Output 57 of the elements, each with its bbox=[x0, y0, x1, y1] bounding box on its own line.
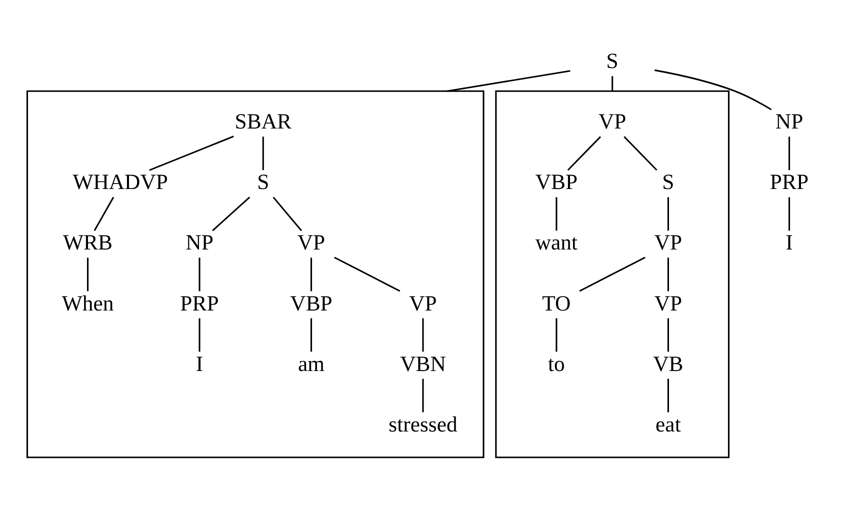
connector bbox=[667, 258, 669, 292]
node-text: VP bbox=[297, 230, 326, 255]
node-text: S bbox=[662, 170, 674, 194]
node-text: to bbox=[548, 352, 565, 376]
connector bbox=[788, 136, 790, 170]
cluster bbox=[26, 90, 484, 458]
connector bbox=[624, 136, 658, 171]
node-text: WRB bbox=[63, 230, 113, 255]
node-text: want bbox=[535, 230, 578, 255]
connector bbox=[310, 318, 312, 352]
connector bbox=[667, 378, 669, 412]
connector bbox=[567, 136, 602, 171]
connector bbox=[198, 258, 200, 292]
node-text: S bbox=[606, 49, 618, 74]
node-text: SBAR bbox=[234, 110, 292, 134]
connector bbox=[654, 69, 772, 110]
node-text: VP bbox=[409, 291, 437, 316]
node-text: VBP bbox=[535, 170, 578, 194]
connector bbox=[262, 136, 264, 170]
connector bbox=[556, 197, 558, 231]
node-text: eat bbox=[656, 412, 681, 436]
connector bbox=[788, 197, 790, 231]
connector bbox=[149, 136, 234, 171]
node-text: NP bbox=[186, 230, 214, 255]
connector bbox=[334, 256, 400, 292]
node-text: stressed bbox=[388, 412, 458, 436]
node-text: am bbox=[298, 352, 325, 376]
connector bbox=[579, 256, 646, 292]
connector bbox=[612, 76, 614, 92]
node-text: PRP bbox=[180, 291, 219, 316]
node-text: VP bbox=[654, 291, 682, 316]
node-text: VB bbox=[653, 352, 684, 376]
node-text: NP bbox=[775, 110, 804, 134]
cluster bbox=[495, 90, 730, 458]
node-text: VBN bbox=[400, 352, 446, 376]
node-text: VP bbox=[654, 230, 682, 255]
node-text: WHADVP bbox=[72, 170, 168, 194]
node-text: VP bbox=[598, 110, 626, 134]
node-text: VBP bbox=[290, 291, 332, 316]
connector bbox=[272, 196, 302, 232]
connector bbox=[310, 258, 312, 292]
node-text: PRP bbox=[770, 170, 809, 194]
connector bbox=[422, 378, 424, 412]
connector bbox=[556, 318, 558, 352]
connector bbox=[87, 258, 89, 292]
connector bbox=[212, 196, 250, 232]
node-text: I bbox=[786, 230, 793, 255]
node-text: TO bbox=[542, 291, 571, 316]
connector bbox=[447, 70, 570, 92]
node-text: S bbox=[257, 170, 270, 194]
connector bbox=[198, 318, 200, 352]
connector bbox=[667, 318, 669, 352]
node-text: When bbox=[62, 291, 114, 316]
connector bbox=[667, 197, 669, 231]
node-text: I bbox=[196, 352, 204, 376]
connector bbox=[422, 318, 424, 352]
connector bbox=[94, 196, 114, 232]
